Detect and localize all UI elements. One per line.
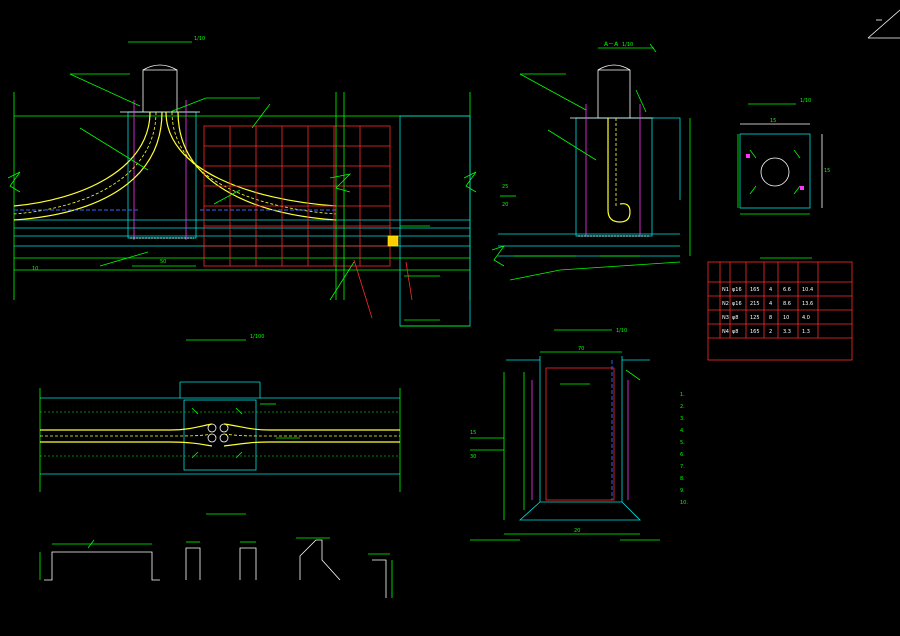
rebar-section-scale: 1/10 xyxy=(616,328,627,334)
rebar-section-view: 1/10 70 15 30 20 xyxy=(470,328,660,541)
anchor-plate-scale: 1/10 xyxy=(800,98,811,104)
note-10: 10. xyxy=(680,500,688,506)
rebar-dim-left2: 30 xyxy=(470,454,476,460)
corner-mark xyxy=(867,9,900,39)
rebar-dim-top: 70 xyxy=(578,346,584,352)
rebar-table: N1 φ16 165 4 6.6 10.4 N2 φ16 215 4 8.6 1… xyxy=(707,257,853,361)
plate-dim-right: 15 xyxy=(824,168,830,174)
t-r0-c2: 165 xyxy=(750,287,760,293)
rebar-dim-left: 15 xyxy=(470,430,476,436)
plan-view: 1/100 xyxy=(39,334,401,492)
t-r1-c3: 4 xyxy=(769,301,772,307)
t-r2-c0: N3 xyxy=(722,315,729,321)
note-6: 6. xyxy=(680,452,685,458)
notes-block: 1. 2. 3. 4. 5. 6. 7. 8. 9. 10. xyxy=(680,392,688,506)
t-r3-c2: 165 xyxy=(750,329,760,335)
t-r1-c4: 8.6 xyxy=(783,301,791,307)
t-r1-c5: 13.6 xyxy=(802,301,813,307)
t-r3-c5: 1.3 xyxy=(802,329,810,335)
t-r2-c4: 10 xyxy=(783,315,789,321)
t-r0-c3: 4 xyxy=(769,287,772,293)
note-3: 3. xyxy=(680,416,685,422)
t-r2-c2: 125 xyxy=(750,315,760,321)
t-r2-c5: 4.0 xyxy=(802,315,810,321)
t-r3-c4: 3.3 xyxy=(783,329,791,335)
section-aa-scale: 1/10 xyxy=(622,42,633,48)
t-r0-c5: 10.4 xyxy=(802,287,813,293)
t-r0-c1: φ16 xyxy=(732,287,742,293)
elevation-scale: 1/10 xyxy=(194,36,205,42)
t-r3-c1: φ8 xyxy=(732,329,738,335)
t-r1-c1: φ16 xyxy=(732,301,742,307)
t-r2-c3: 8 xyxy=(769,315,772,321)
plate-dim-top: 15 xyxy=(770,118,776,124)
note-8: 8. xyxy=(680,476,685,482)
section-aa-title: A－A xyxy=(604,41,619,48)
note-2: 2. xyxy=(680,404,685,410)
elev-dim-1: 50 xyxy=(160,259,166,265)
elevation-view: 1/10 xyxy=(7,36,477,327)
steel-shapes-view xyxy=(39,513,393,598)
note-1: 1. xyxy=(680,392,685,398)
t-r0-c0: N1 xyxy=(722,287,729,293)
section-aa-view: A－A 1/10 25 20 xyxy=(491,41,691,281)
t-r3-c3: 2 xyxy=(769,329,772,335)
rebar-dim-bottom: 20 xyxy=(574,528,580,534)
note-7: 7. xyxy=(680,464,685,470)
elev-dim-2: 10 xyxy=(32,266,38,272)
note-4: 4. xyxy=(680,428,685,434)
t-r1-c0: N2 xyxy=(722,301,729,307)
note-9: 9. xyxy=(680,488,685,494)
t-r1-c2: 215 xyxy=(750,301,760,307)
t-r2-c1: φ8 xyxy=(732,315,738,321)
anchor-plate-view: 1/10 15 15 xyxy=(737,98,830,215)
section-dim-1: 25 xyxy=(502,184,508,190)
rebar-grid xyxy=(203,125,391,267)
t-r0-c4: 6.6 xyxy=(783,287,791,293)
section-dim-2: 20 xyxy=(502,202,508,208)
note-5: 5. xyxy=(680,440,685,446)
t-r3-c0: N4 xyxy=(722,329,729,335)
plan-scale: 1/100 xyxy=(250,334,264,340)
